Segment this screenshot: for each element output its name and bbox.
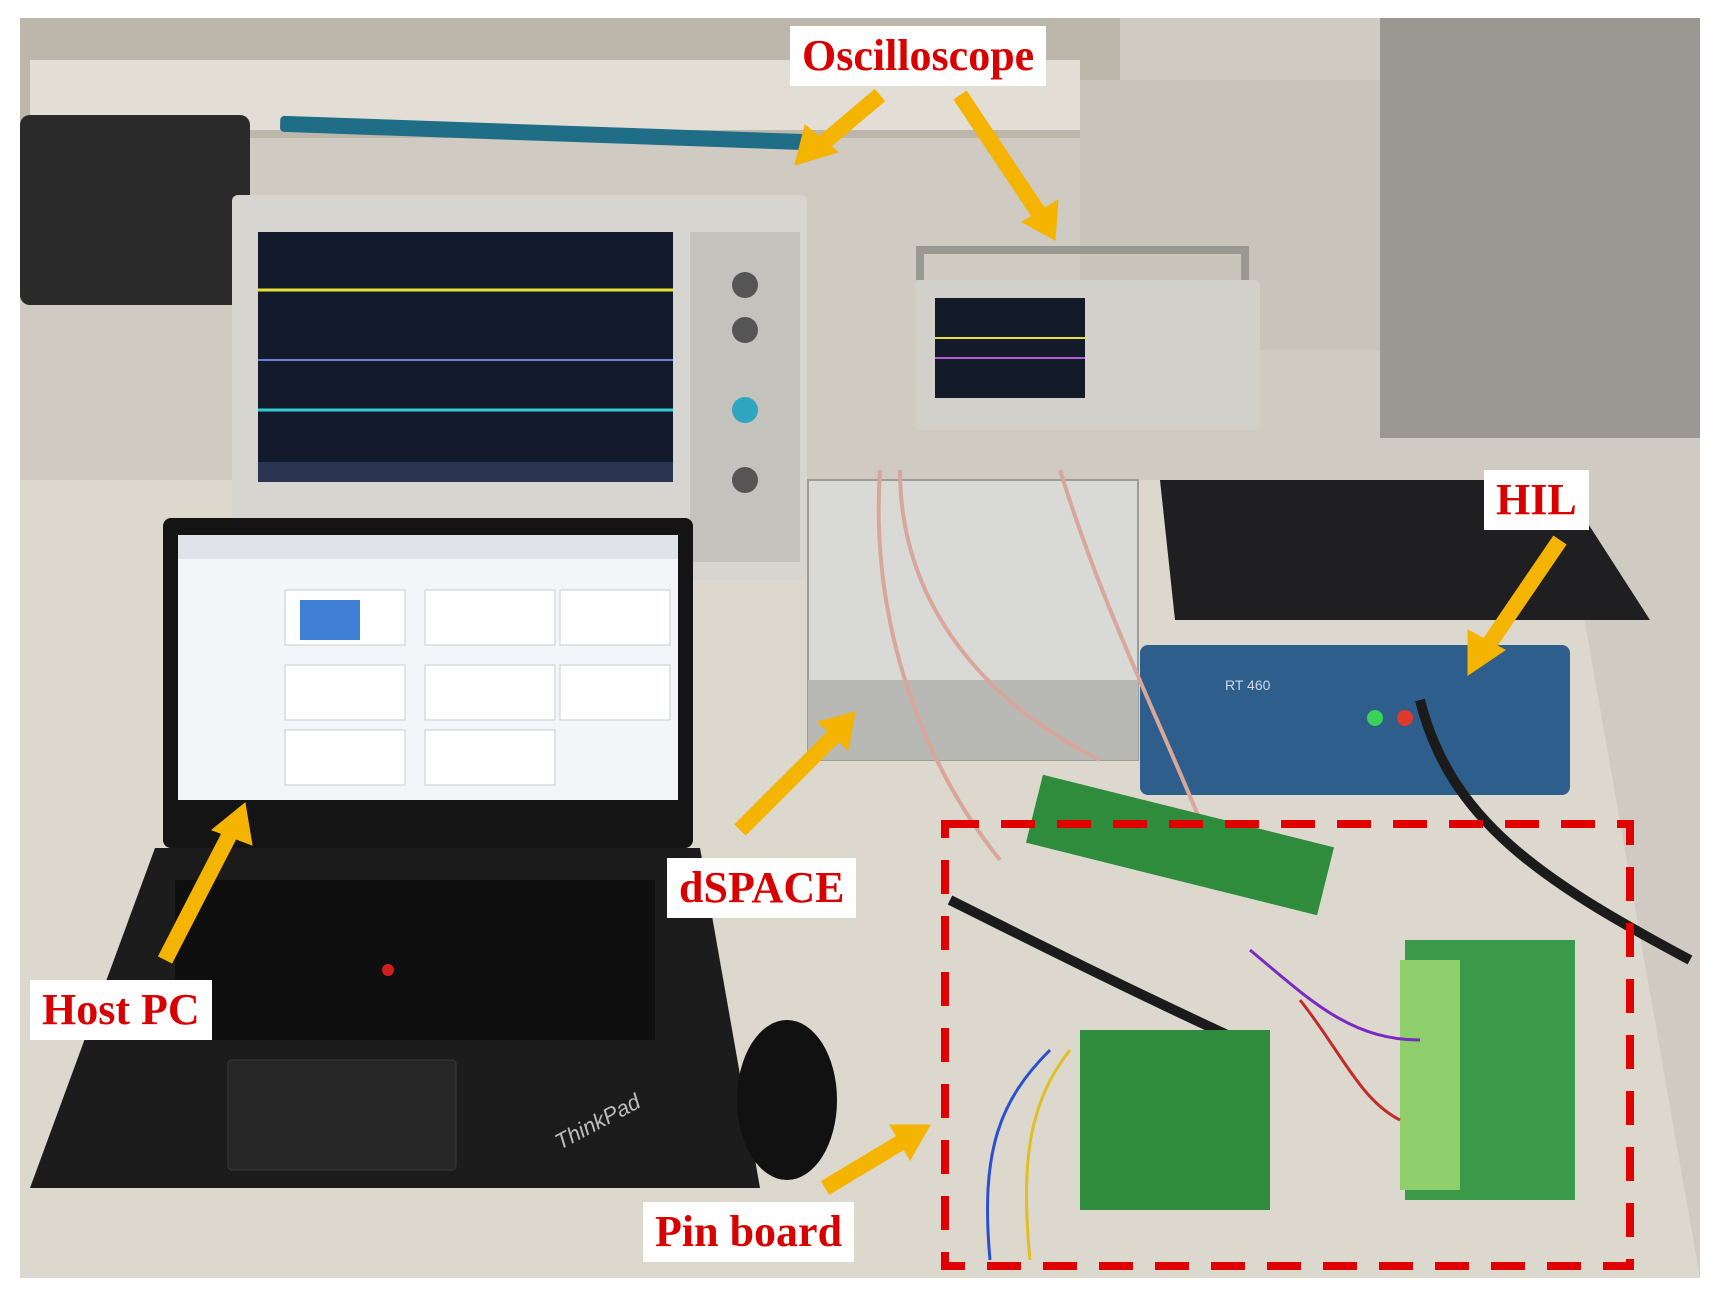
hil-led-red [1397,710,1413,726]
plot-window [284,729,406,786]
arrow-head [211,802,253,846]
label-oscilloscope: Oscilloscope [790,26,1047,86]
black-bag [20,115,250,305]
wire [1298,999,1401,1122]
oscilloscope-2-screen [935,298,1085,398]
oscilloscope-1-handle [280,115,810,151]
pin-board-left [1080,1030,1270,1210]
arrow-host-pc [157,826,240,964]
arrows [157,88,1567,1195]
hil-device-front [1140,645,1570,795]
oscilloscope-2-handle [916,246,1249,280]
wire [986,1048,1052,1261]
arrow-pin-board [820,1133,910,1195]
coax-cable [898,469,1101,762]
terminal-strip [1400,960,1460,1190]
plot-window [559,589,671,646]
software-toolbar [178,535,678,559]
arrow-head [1021,199,1059,241]
label-hil: HIL [1484,470,1589,530]
arrow-head [889,1124,931,1162]
oscilloscope-1-statusbar [258,462,673,482]
computer-mouse [737,1020,837,1180]
coax-cable [1058,469,1202,821]
label-dspace: dSPACE [667,858,857,918]
trackpoint [382,964,394,976]
arrow-head [1467,629,1506,676]
plot-window [559,664,671,721]
laptop-touchpad [227,1059,457,1171]
pin-board-top [1025,774,1335,916]
knob [732,467,758,493]
wire [1249,948,1421,1042]
knob [732,397,758,423]
knob [732,272,758,298]
plot-signal [300,600,360,640]
floor-area [1380,18,1700,438]
plot-window [424,664,556,721]
arrow-hil [1478,535,1567,655]
plot-window [424,729,556,786]
hil-model-text: RT 460 [1225,677,1271,693]
hil-led-green [1367,710,1383,726]
knob [732,317,758,343]
arrow-oscilloscope-left [809,88,886,157]
coax-cable [876,469,1002,862]
arrow-dspace [734,729,841,836]
plot-window [284,664,406,721]
laptop-keyboard [175,880,655,1040]
label-pin-board: Pin board [643,1202,855,1262]
dspace-vent-panel [808,680,1138,760]
wire [1024,1049,1072,1261]
arrow-head [817,711,856,751]
label-host-pc: Host PC [30,980,212,1040]
arrow-oscilloscope-right [953,90,1047,220]
plot-window [424,589,556,646]
pin-board-dashed-box [941,820,1634,1270]
oscilloscope-1-screen [258,232,673,482]
arrow-head [794,124,840,166]
